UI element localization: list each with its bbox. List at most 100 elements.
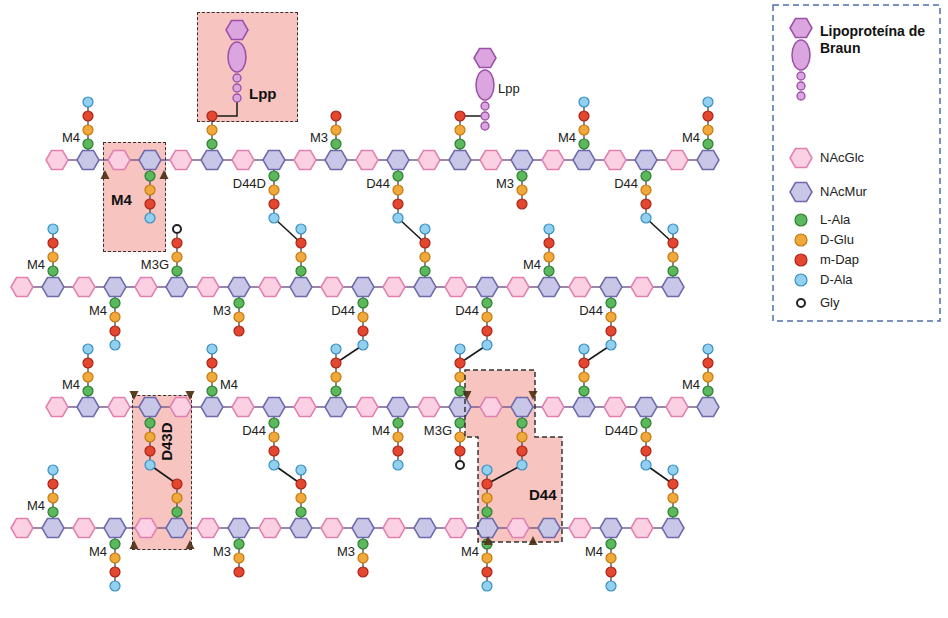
amino-acid <box>668 479 678 489</box>
amino-acid <box>331 386 341 396</box>
amino-acid <box>641 432 651 442</box>
amino-acid <box>358 567 368 577</box>
amino-acid <box>296 266 306 276</box>
amino-acid <box>606 581 616 591</box>
amino-acid <box>579 358 589 368</box>
amino-acid <box>296 224 306 234</box>
legend-text: Lipoproteína de Braun <box>820 23 932 57</box>
amino-acid <box>358 326 368 336</box>
highlight-box: D44 <box>465 370 562 542</box>
muropeptide-label: M4 <box>89 304 107 319</box>
legend-text: D-Ala <box>820 272 853 288</box>
amino-acid <box>393 171 403 181</box>
muropeptide-label: D44 <box>242 424 266 439</box>
lpp-head <box>226 21 248 40</box>
nacmur-sugar <box>104 519 126 538</box>
amino-acid <box>579 97 589 107</box>
legend-swatch <box>790 183 812 202</box>
amino-acid <box>234 567 244 577</box>
nacglc-sugar <box>321 278 343 297</box>
lpp-residue <box>481 112 489 120</box>
muropeptide-label: M4 <box>372 424 390 439</box>
amino-acid <box>606 312 616 322</box>
muropeptide-label: D44 <box>579 304 603 319</box>
amino-acid <box>641 418 651 428</box>
lpp-residue <box>481 102 489 110</box>
amino-acid <box>48 224 58 234</box>
nacmur-sugar <box>77 151 99 170</box>
amino-acid <box>296 465 306 475</box>
nacmur-sugar <box>139 151 161 170</box>
amino-acid <box>482 312 492 322</box>
lpp-body <box>792 40 810 70</box>
lpp-link <box>464 115 481 117</box>
amino-acid <box>207 358 217 368</box>
highlight-fill <box>132 395 192 550</box>
amino-acid <box>455 125 465 135</box>
amino-acid <box>172 507 182 517</box>
amino-acid <box>606 340 616 350</box>
amino-acid <box>83 386 93 396</box>
amino-acid <box>517 446 527 456</box>
muropeptide-label: M4 <box>682 378 700 393</box>
nacmur-sugar <box>449 398 471 417</box>
amino-acid <box>703 358 713 368</box>
muropeptide-label: D44 <box>455 304 479 319</box>
cleavage-arrow <box>484 536 493 545</box>
amino-acid <box>668 252 678 262</box>
nacmur-sugar <box>42 519 64 538</box>
nacmur-sugar <box>42 278 64 297</box>
cleavage-arrow <box>529 391 538 400</box>
amino-acid <box>48 479 58 489</box>
amino-acid <box>296 238 306 248</box>
amino-acid <box>579 344 589 354</box>
nacglc-sugar <box>11 519 33 538</box>
nacmur-sugar <box>511 151 533 170</box>
nacglc-sugar <box>232 151 254 170</box>
amino-acid <box>482 326 492 336</box>
amino-acid <box>641 460 651 470</box>
amino-acid <box>482 298 492 308</box>
muropeptide-label: M3G <box>141 258 169 273</box>
muropeptide-label: M3 <box>213 304 231 319</box>
nacglc-sugar <box>631 278 653 297</box>
nacglc-sugar <box>73 278 95 297</box>
amino-acid <box>145 460 155 470</box>
muropeptide-label: M4 <box>220 378 238 393</box>
amino-acid <box>703 372 713 382</box>
amino-acid <box>269 446 279 456</box>
amino-acid <box>331 125 341 135</box>
amino-acid <box>455 358 465 368</box>
muropeptide-label: D44D <box>605 424 638 439</box>
nacmur-sugar <box>697 151 719 170</box>
nacglc-sugar <box>232 398 254 417</box>
nacglc-sugar <box>383 278 405 297</box>
box-outline <box>465 370 562 542</box>
amino-acid <box>517 418 527 428</box>
nacmur-sugar <box>290 278 312 297</box>
nacmur-sugar <box>662 278 684 297</box>
lpp-link <box>216 102 237 116</box>
nacmur-sugar <box>201 151 223 170</box>
amino-acid <box>579 125 589 135</box>
cleavage-arrow <box>186 540 195 549</box>
nacglc-sugar <box>480 151 502 170</box>
amino-acid <box>668 507 678 517</box>
amino-acid <box>703 97 713 107</box>
nacglc-sugar <box>11 278 33 297</box>
muropeptide-label: M3 <box>337 545 355 560</box>
amino-acid <box>668 266 678 276</box>
amino-acid <box>269 171 279 181</box>
nacmur-sugar <box>635 151 657 170</box>
amino-acid <box>420 238 430 248</box>
amino-acid <box>207 372 217 382</box>
amino-acid <box>48 507 58 517</box>
amino-acid <box>331 111 341 121</box>
amino-acid <box>393 432 403 442</box>
amino-acid <box>269 460 279 470</box>
amino-acid <box>110 340 120 350</box>
amino-acid <box>145 171 155 181</box>
nacmur-sugar <box>662 519 684 538</box>
nacglc-sugar <box>356 398 378 417</box>
